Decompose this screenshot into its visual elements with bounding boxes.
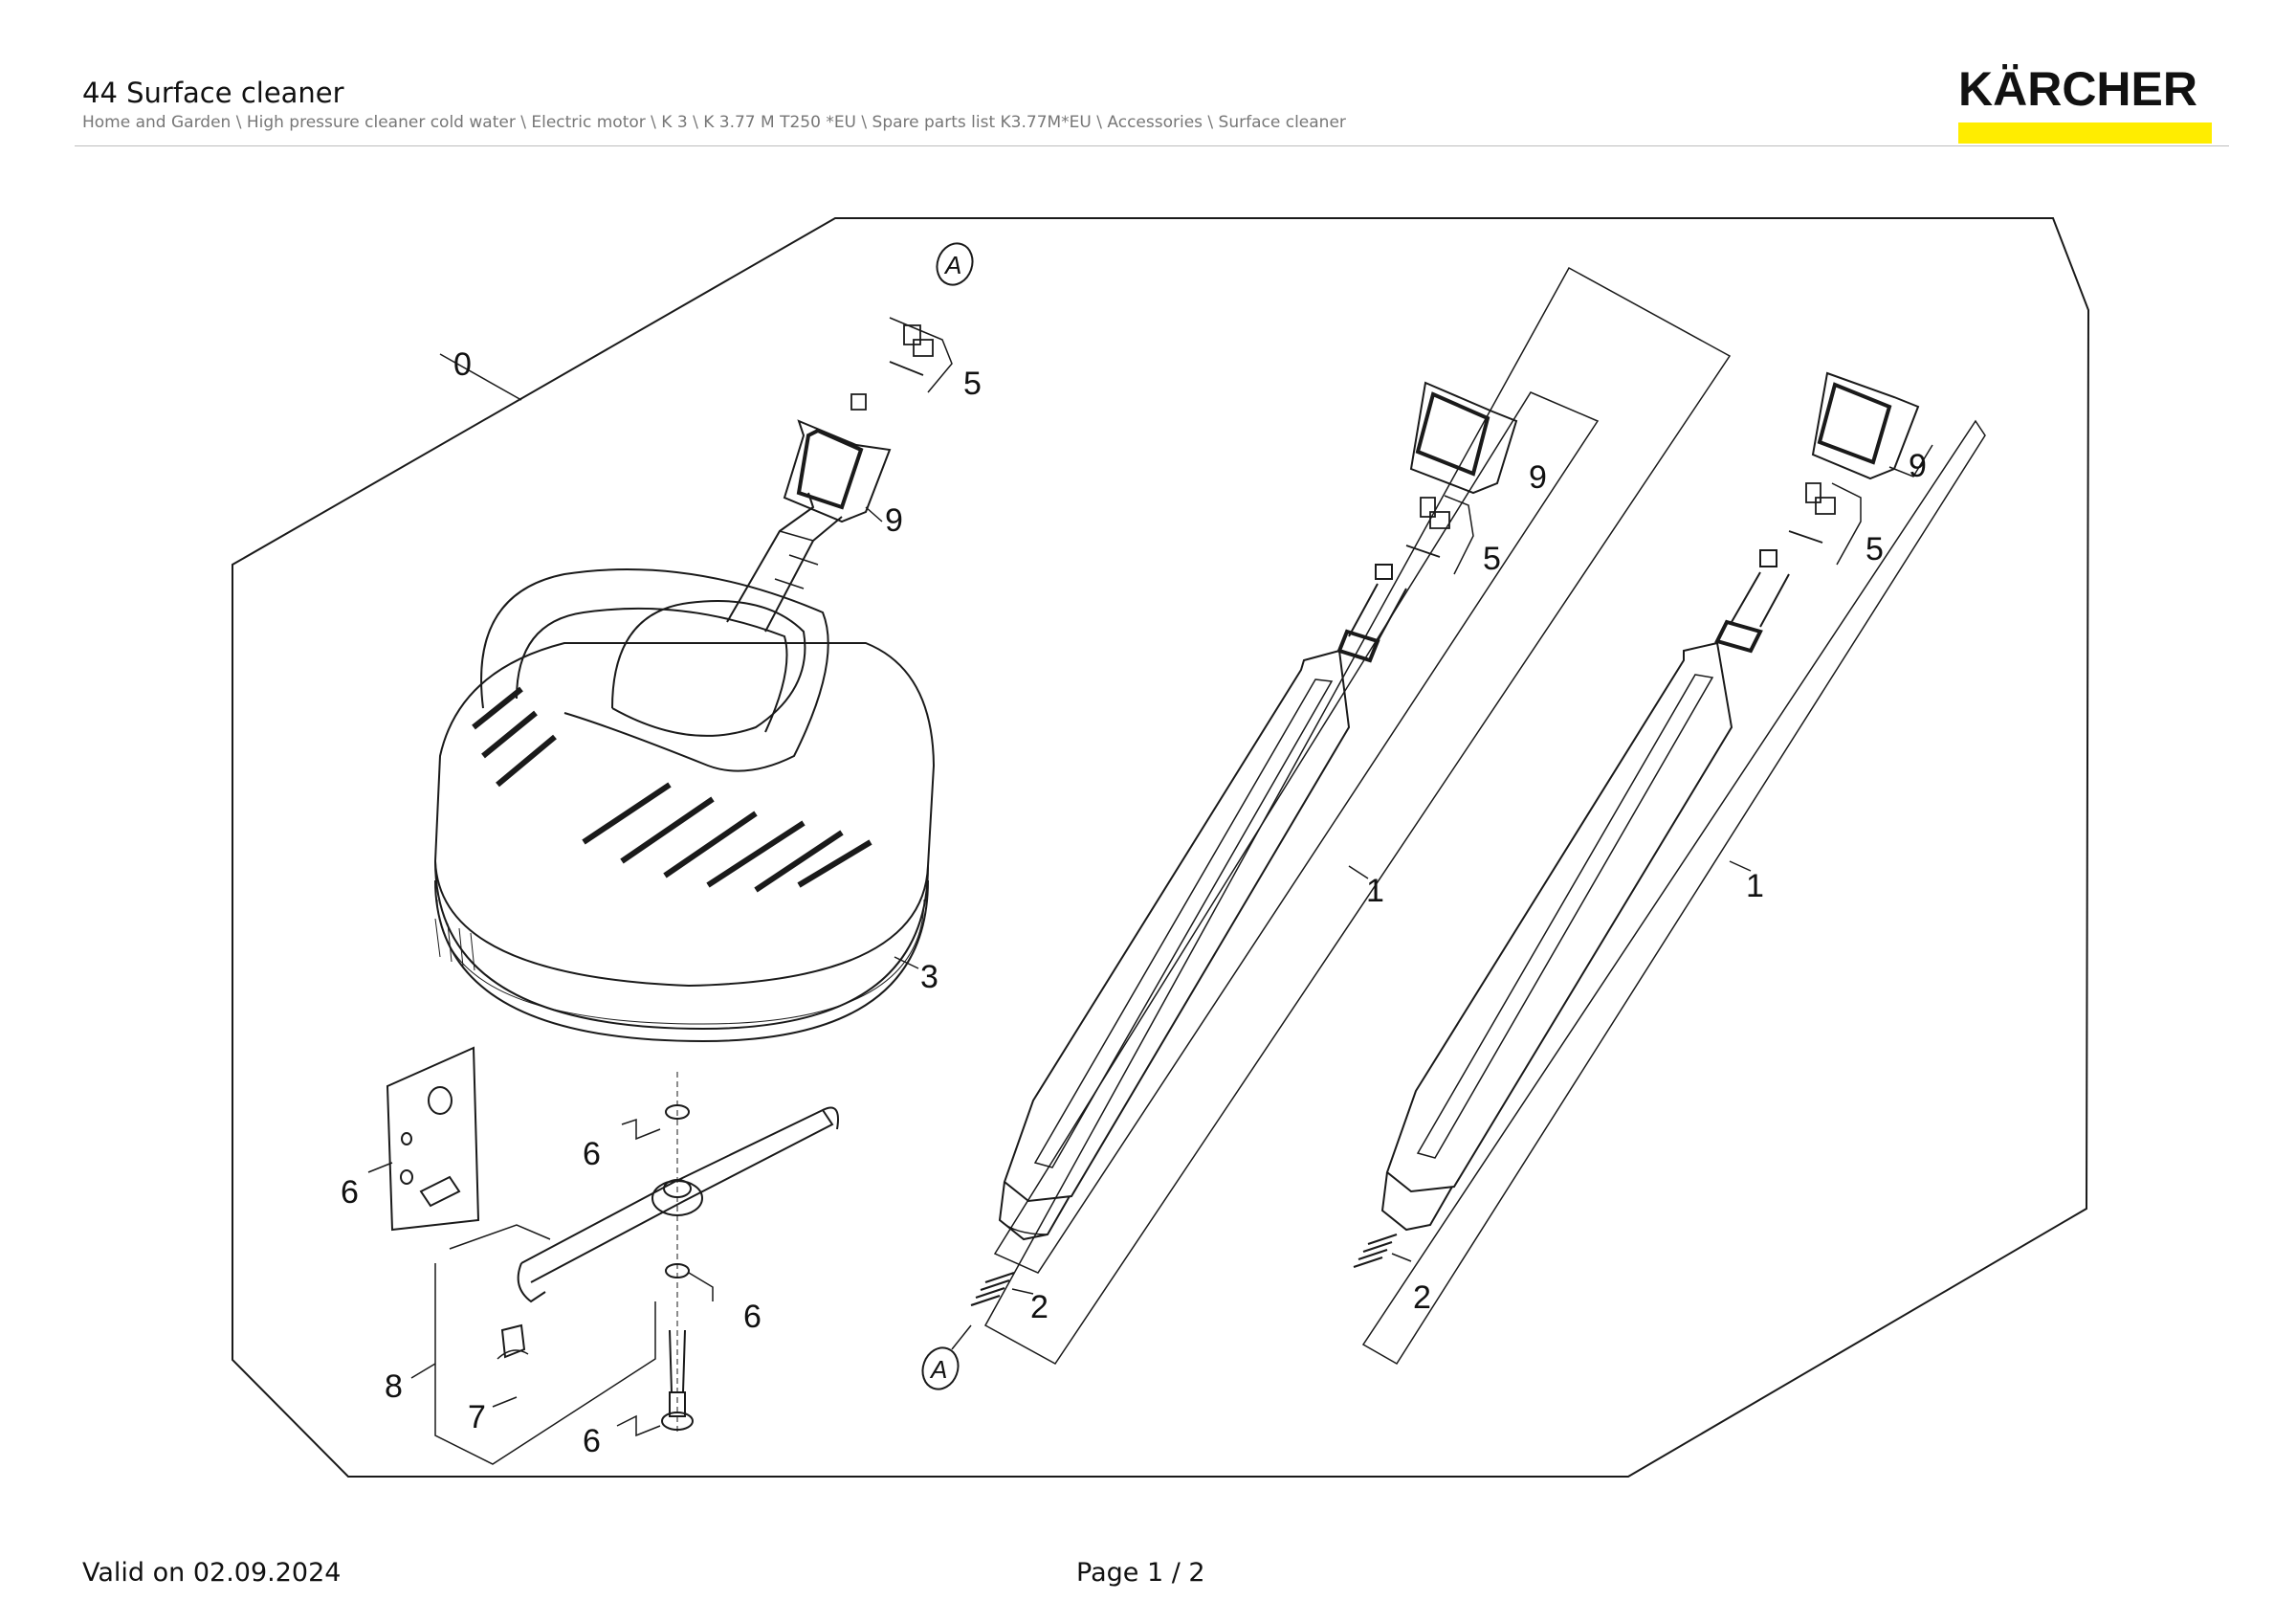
connector-mark-bottom: A: [929, 1355, 947, 1384]
callout-5b: 5: [1483, 541, 1501, 577]
callout-2a: 2: [1030, 1289, 1049, 1325]
extension-wand-left: [921, 266, 1732, 1390]
brand-bar: [1958, 122, 2212, 144]
callout-5c: 5: [1866, 531, 1884, 567]
surface-cleaner-group: [367, 242, 974, 1465]
callout-1a: 1: [1366, 873, 1384, 909]
callout-6d: 6: [583, 1423, 601, 1459]
callout-labels: 0 5 9 3 6 6 6 6 7 8 9 5 1 2 9 5 1 2 A A: [341, 251, 1927, 1459]
callout-2b: 2: [1413, 1279, 1431, 1316]
callout-6c: 6: [743, 1299, 762, 1335]
breadcrumb: Home and Garden \ High pressure cleaner …: [82, 113, 1346, 132]
extension-wand-right: [1353, 371, 1986, 1366]
wand-right-frame: [1361, 419, 1986, 1366]
brand-name: KÄRCHER: [1958, 62, 2197, 116]
wand-left-frame: [983, 266, 1732, 1365]
callout-6a: 6: [583, 1136, 601, 1172]
callout-9a: 9: [885, 502, 903, 539]
callout-9c: 9: [1909, 448, 1927, 484]
connector-mark-top: A: [943, 251, 961, 279]
callout-6b: 6: [341, 1174, 359, 1211]
callout-7: 7: [468, 1399, 486, 1435]
validity-date: Valid on 02.09.2024: [82, 1558, 342, 1588]
header-divider: [75, 145, 2229, 146]
callout-9b: 9: [1529, 459, 1547, 496]
page-title: 44 Surface cleaner: [82, 77, 344, 109]
page-number: Page 1 / 2: [1076, 1558, 1205, 1588]
assembly-frame: [232, 217, 2090, 1478]
callout-8: 8: [385, 1368, 403, 1405]
callout-3: 3: [920, 959, 938, 995]
callout-1b: 1: [1746, 868, 1764, 904]
brand-logo: KÄRCHER: [1958, 65, 2212, 144]
callout-5a: 5: [963, 366, 982, 402]
callout-0: 0: [453, 346, 472, 383]
